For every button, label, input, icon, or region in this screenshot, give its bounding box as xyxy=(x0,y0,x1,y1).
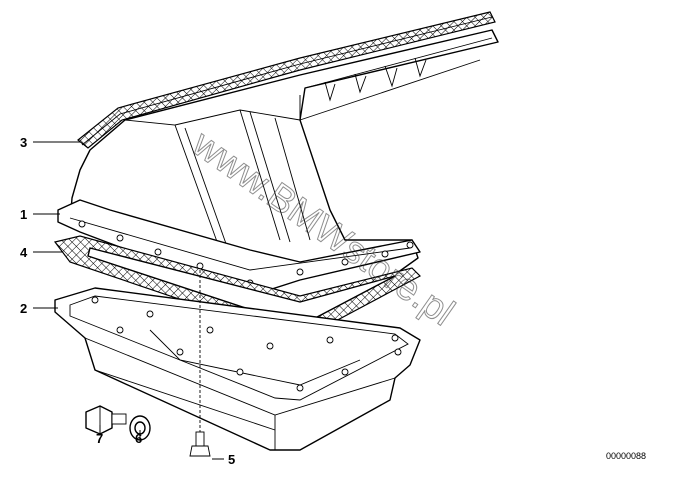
part-5-bolt xyxy=(189,270,211,457)
part-1-upper-oil-pan xyxy=(57,29,499,319)
leader-lines xyxy=(33,141,224,460)
part-2-oil-sump xyxy=(54,287,421,451)
diagram-code: 00000088 xyxy=(606,451,646,461)
callout-3: 3 xyxy=(20,135,27,150)
callout-5: 5 xyxy=(228,452,235,467)
callout-1: 1 xyxy=(20,207,27,222)
part-6-washer xyxy=(129,415,151,441)
part-7-drain-plug xyxy=(85,405,127,435)
part-4-lower-gasket xyxy=(53,235,421,341)
callout-7: 7 xyxy=(96,431,103,446)
callout-6: 6 xyxy=(135,431,142,446)
callout-4: 4 xyxy=(20,245,28,260)
callout-labels: 3 1 4 2 5 6 7 xyxy=(20,135,235,467)
callout-2: 2 xyxy=(20,301,27,316)
part-3-upper-gasket xyxy=(77,11,496,149)
